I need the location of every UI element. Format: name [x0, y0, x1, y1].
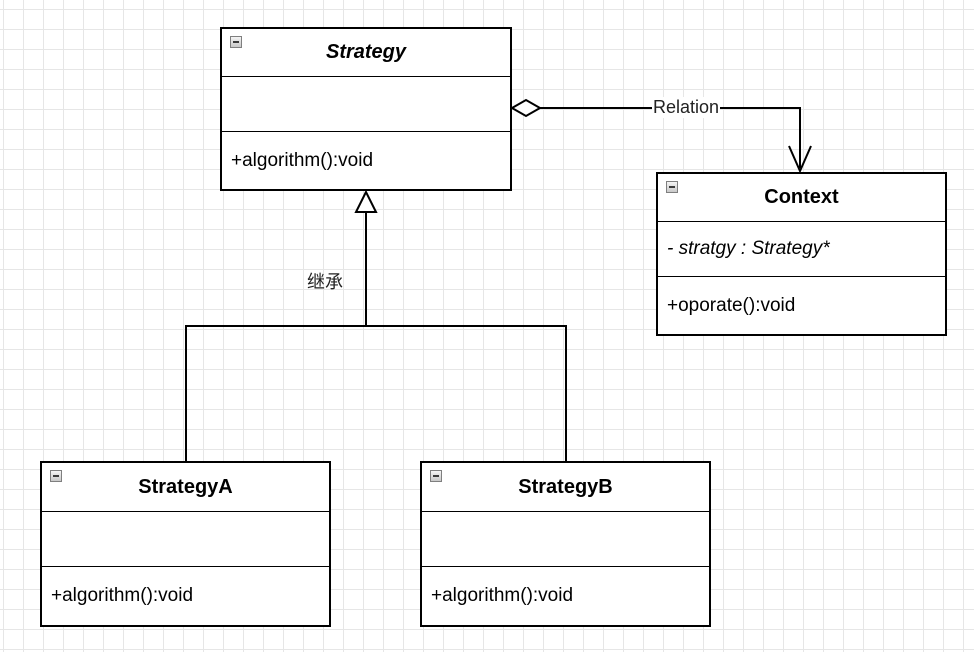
aggregation-diamond	[509, 98, 543, 118]
class-strategy-name: Strategy	[325, 41, 407, 63]
inheritance-edge-branch[interactable]	[185, 325, 567, 461]
class-context-operations[interactable]: +oporate():void	[658, 277, 945, 334]
aggregation-label[interactable]: Relation	[652, 97, 721, 118]
collapse-icon[interactable]	[430, 470, 442, 482]
class-strategy-header[interactable]: Strategy	[222, 29, 510, 77]
collapse-icon[interactable]	[50, 470, 62, 482]
class-strategy-b-name: StrategyB	[518, 475, 613, 498]
class-strategy-b[interactable]: StrategyB +algorithm():void	[420, 461, 711, 627]
class-context[interactable]: Context - stratgy : Strategy* +oporate()…	[656, 172, 947, 336]
class-strategy-a-header[interactable]: StrategyA	[42, 463, 329, 512]
class-strategy-a-operations[interactable]: +algorithm():void	[42, 567, 329, 625]
aggregation-arrowhead	[788, 145, 812, 174]
class-context-operation: +oporate():void	[667, 294, 796, 316]
class-context-header[interactable]: Context	[658, 174, 945, 222]
class-strategy-b-operations[interactable]: +algorithm():void	[422, 567, 709, 625]
class-context-attributes[interactable]: - stratgy : Strategy*	[658, 222, 945, 277]
class-strategy[interactable]: Strategy +algorithm():void	[220, 27, 512, 191]
class-strategy-a-name: StrategyA	[138, 475, 233, 498]
class-strategy-attributes[interactable]	[222, 77, 510, 132]
class-strategy-operations[interactable]: +algorithm():void	[222, 132, 510, 189]
collapse-icon[interactable]	[230, 36, 242, 48]
class-strategy-a[interactable]: StrategyA +algorithm():void	[40, 461, 331, 627]
class-strategy-b-operation: +algorithm():void	[431, 585, 574, 606]
class-strategy-a-attributes[interactable]	[42, 512, 329, 567]
class-strategy-b-attributes[interactable]	[422, 512, 709, 567]
class-strategy-b-header[interactable]: StrategyB	[422, 463, 709, 512]
aggregation-edge[interactable]	[540, 107, 801, 168]
inheritance-label[interactable]: 继承	[307, 272, 343, 293]
inheritance-triangle	[354, 189, 378, 213]
class-strategy-a-operation: +algorithm():void	[51, 585, 194, 606]
class-strategy-operation: +algorithm():void	[231, 149, 374, 171]
class-context-attribute: - stratgy : Strategy*	[667, 238, 830, 259]
collapse-icon[interactable]	[666, 181, 678, 193]
class-context-name: Context	[764, 186, 839, 208]
